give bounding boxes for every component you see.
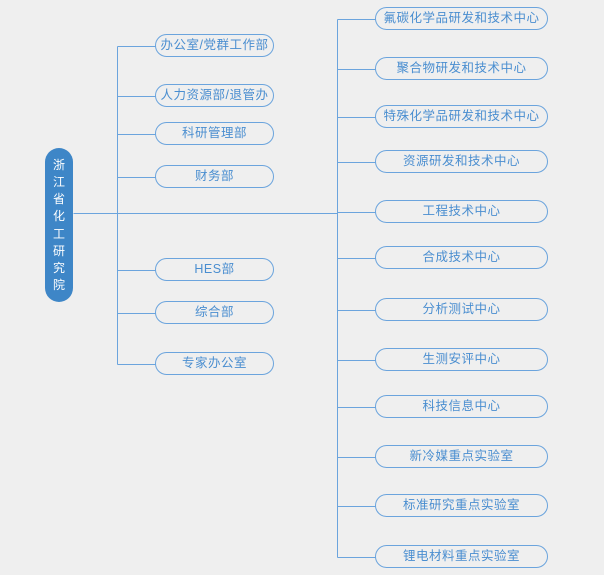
center-node: 新冷媒重点实验室 xyxy=(375,445,548,468)
department-node: 综合部 xyxy=(155,301,274,324)
center-node: 标准研究重点实验室 xyxy=(375,494,548,517)
center-node: 合成技术中心 xyxy=(375,246,548,269)
center-node: 资源研发和技术中心 xyxy=(375,150,548,173)
root-label-char: 浙 xyxy=(52,158,65,173)
root-label-char: 江 xyxy=(52,175,65,190)
root-label-char: 院 xyxy=(52,277,65,292)
center-node: 氟碳化学品研发和技术中心 xyxy=(375,7,548,30)
department-node: 财务部 xyxy=(155,165,274,188)
department-node: 专家办公室 xyxy=(155,352,274,375)
center-node: 工程技术中心 xyxy=(375,200,548,223)
root-label-char: 化 xyxy=(52,209,65,224)
center-node: 聚合物研发和技术中心 xyxy=(375,57,548,80)
center-node: 分析测试中心 xyxy=(375,298,548,321)
center-node: 科技信息中心 xyxy=(375,395,548,418)
department-node: 人力资源部/退管办 xyxy=(155,84,274,107)
center-node: 生测安评中心 xyxy=(375,348,548,371)
root-label-char: 省 xyxy=(52,192,65,207)
root-label-char: 研 xyxy=(52,243,65,258)
root-label-char: 工 xyxy=(52,226,65,241)
root-node: 浙江省化工研究院 xyxy=(45,148,73,302)
center-node: 特殊化学品研发和技术中心 xyxy=(375,105,548,128)
root-label-char: 究 xyxy=(52,260,65,275)
department-node: 科研管理部 xyxy=(155,122,274,145)
center-node: 锂电材料重点实验室 xyxy=(375,545,548,568)
department-node: 办公室/党群工作部 xyxy=(155,34,274,57)
department-node: HES部 xyxy=(155,258,274,281)
